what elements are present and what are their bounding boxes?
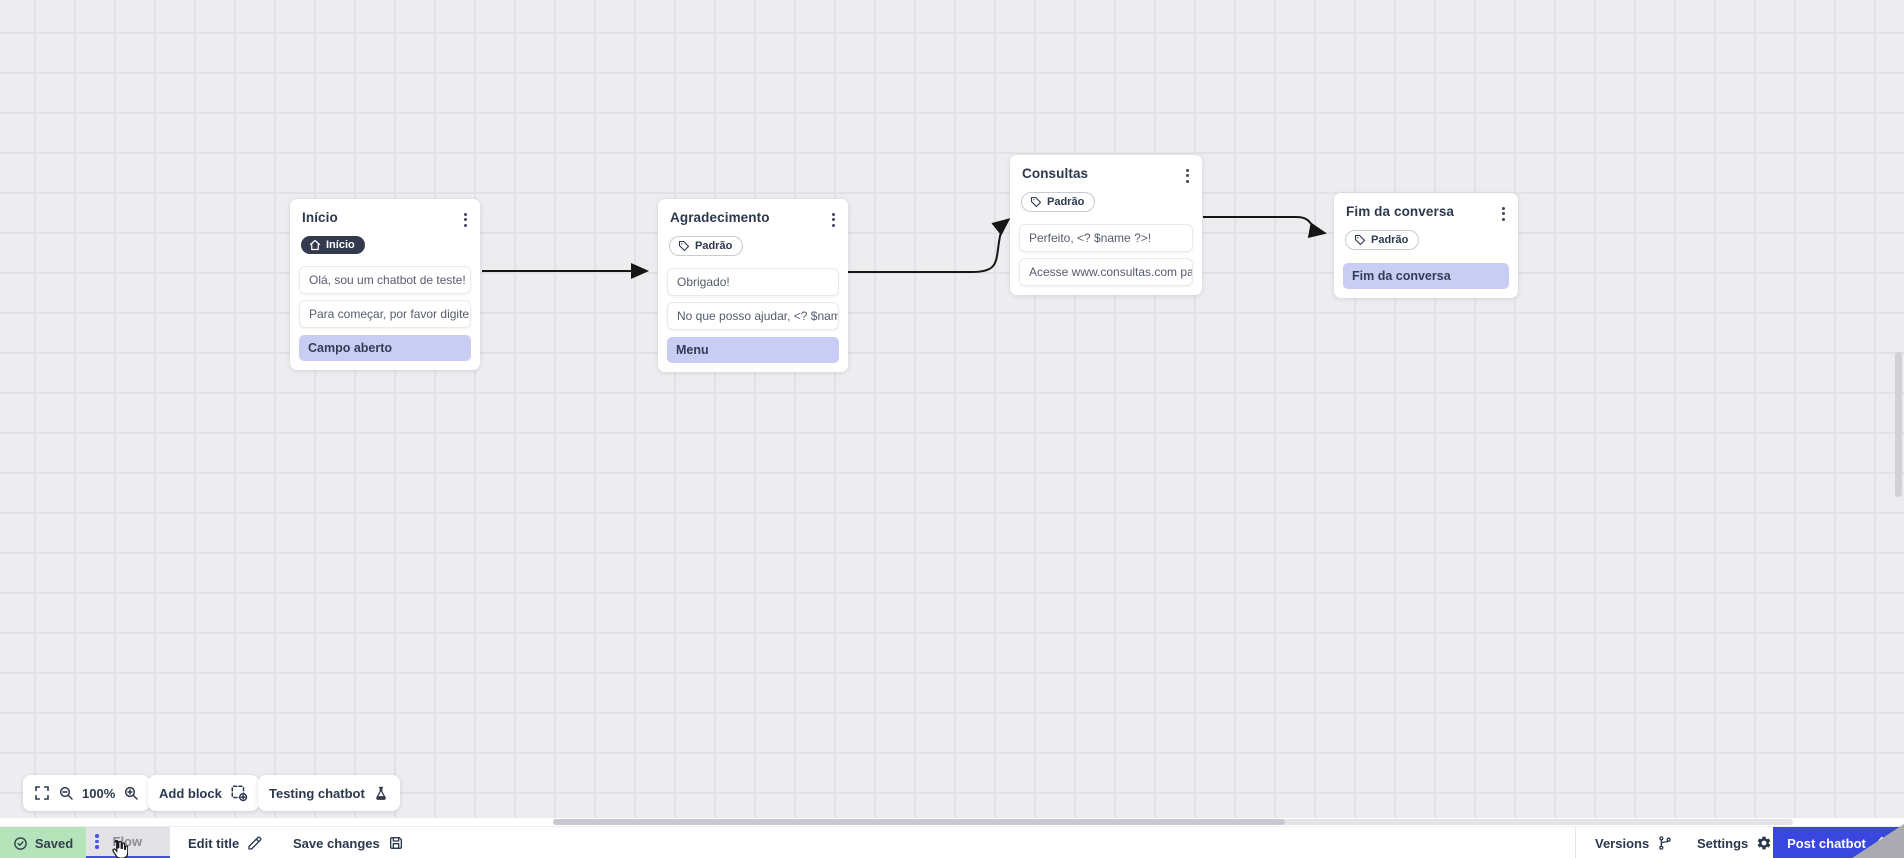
versions-button[interactable]: Versions <box>1595 827 1673 858</box>
zoom-in-icon[interactable] <box>123 785 139 801</box>
edit-title-button[interactable]: Edit title <box>188 827 263 858</box>
node-header: Agradecimento <box>667 208 839 229</box>
node-title: Consultas <box>1022 166 1089 181</box>
tag-icon <box>678 240 690 252</box>
node-title: Fim da conversa <box>1346 204 1455 219</box>
output-block[interactable]: Fim da conversa <box>1343 263 1509 289</box>
horizontal-scrollbar-thumb[interactable] <box>553 819 1285 825</box>
bottom-bar-divider <box>1575 827 1576 858</box>
save-changes-button[interactable]: Save changes <box>293 827 404 858</box>
node-title: Início <box>302 210 338 225</box>
tag-icon <box>1030 196 1042 208</box>
save-changes-label: Save changes <box>293 835 380 851</box>
badge-label: Início <box>326 239 355 251</box>
settings-label: Settings <box>1697 835 1749 851</box>
badge-label: Padrão <box>695 240 733 252</box>
flow-canvas[interactable]: Início Início Olá, sou um chatbot de tes… <box>0 0 1904 818</box>
message-block[interactable]: No que posso ajudar, <? $name ... <box>667 302 839 330</box>
add-block-icon <box>231 785 248 802</box>
drag-dots-icon[interactable] <box>95 832 99 851</box>
node-type-badge: Padrão <box>669 236 744 256</box>
bottom-bar: Saved Flow Edit title Save changes Versi… <box>0 826 1904 858</box>
fit-view-icon[interactable] <box>34 785 50 801</box>
wire-agradecimento-consultas <box>846 218 1011 273</box>
gear-icon <box>1758 836 1771 850</box>
testing-chatbot-button[interactable]: Testing chatbot <box>258 775 400 811</box>
node-header: Fim da conversa <box>1343 202 1509 223</box>
message-block[interactable]: Obrigado! <box>667 268 839 296</box>
testing-chatbot-label: Testing chatbot <box>269 785 365 801</box>
node-menu-icon[interactable] <box>829 210 838 229</box>
flow-node-fim-da-conversa[interactable]: Fim da conversa Padrão Fim da conversa <box>1334 193 1518 298</box>
node-menu-icon[interactable] <box>461 210 470 229</box>
node-type-badge: Início <box>301 236 365 254</box>
check-circle-icon <box>14 836 27 850</box>
message-block[interactable]: Olá, sou um chatbot de teste! <box>299 266 471 294</box>
zoom-level: 100% <box>82 785 116 801</box>
zoom-controls: 100% <box>23 775 151 811</box>
node-header: Início <box>299 208 471 229</box>
pencil-icon <box>248 836 262 850</box>
flow-node-inicio[interactable]: Início Início Olá, sou um chatbot de tes… <box>290 199 480 370</box>
message-block[interactable]: Para começar, por favor digite o ... <box>299 300 471 328</box>
saved-label: Saved <box>34 835 74 851</box>
flow-node-consultas[interactable]: Consultas Padrão Perfeito, <? $name ?>! … <box>1010 155 1202 295</box>
tab-flow[interactable]: Flow <box>86 827 170 858</box>
post-chatbot-label: Post chatbot <box>1787 835 1866 851</box>
vertical-scrollbar-thumb[interactable] <box>1895 352 1902 497</box>
flow-tab-label: Flow <box>112 834 143 849</box>
flow-node-agradecimento[interactable]: Agradecimento Padrão Obrigado! No que po… <box>658 199 848 372</box>
node-type-badge: Padrão <box>1345 230 1420 250</box>
node-type-badge: Padrão <box>1021 192 1096 212</box>
versions-label: Versions <box>1595 835 1650 851</box>
node-title: Agradecimento <box>670 210 770 225</box>
message-block[interactable]: Acesse www.consultas.com par... <box>1019 258 1193 286</box>
flask-icon <box>376 786 386 800</box>
add-block-label: Add block <box>159 785 222 801</box>
wire-consultas-fim <box>1203 216 1327 239</box>
floppy-icon <box>389 837 402 849</box>
badge-label: Padrão <box>1047 196 1085 208</box>
node-header: Consultas <box>1019 164 1193 185</box>
node-menu-icon[interactable] <box>1499 204 1508 223</box>
settings-button[interactable]: Settings <box>1697 827 1772 858</box>
git-branch-icon <box>1659 836 1672 850</box>
home-icon <box>309 239 321 251</box>
add-block-button[interactable]: Add block <box>148 775 259 811</box>
screen-corner-fold <box>1852 824 1904 858</box>
zoom-out-icon[interactable] <box>58 785 74 801</box>
message-block[interactable]: Perfeito, <? $name ?>! <box>1019 224 1193 252</box>
output-block[interactable]: Campo aberto <box>299 335 471 361</box>
edit-title-label: Edit title <box>188 835 240 851</box>
tag-icon <box>1354 234 1366 246</box>
saved-status: Saved <box>0 827 86 858</box>
output-block[interactable]: Menu <box>667 337 839 363</box>
node-menu-icon[interactable] <box>1183 166 1192 185</box>
horizontal-scrollbar[interactable] <box>553 819 1793 825</box>
badge-label: Padrão <box>1371 234 1409 246</box>
